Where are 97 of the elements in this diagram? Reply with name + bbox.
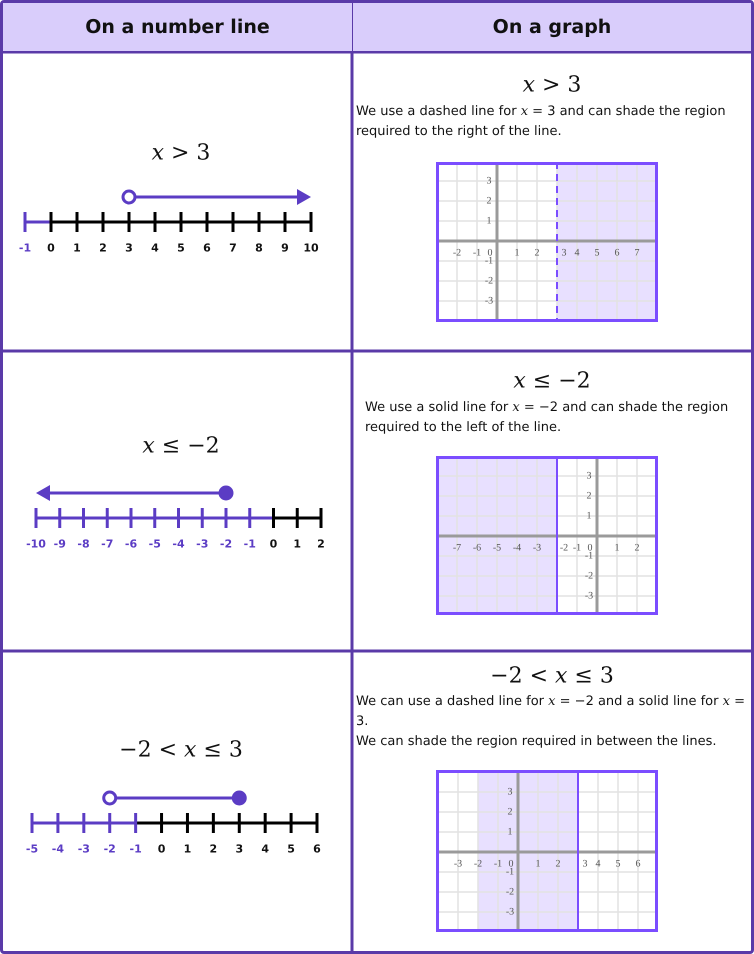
inequality: x ≤ −2: [513, 368, 591, 394]
tick-label: -1: [244, 538, 256, 550]
column-header: On a graph: [353, 3, 751, 51]
axis-tick-label: 0: [588, 542, 592, 554]
explanation-text: We use a dashed line for x = 3 and can shade the region required to the right of the line.: [356, 103, 727, 140]
tick-label: -2: [220, 538, 232, 550]
axis-tick-label: 3: [562, 248, 566, 258]
axis-tick-label: 7: [634, 248, 640, 258]
tick-label: 6: [313, 842, 321, 856]
tick-label: -9: [54, 538, 66, 550]
axis-tick-label: -3: [454, 858, 462, 870]
tick-label: 8: [255, 242, 263, 254]
tick-label: 5: [177, 242, 185, 254]
axis-tick-label: -1: [572, 542, 582, 554]
axis-tick-label: -7: [452, 542, 462, 554]
axis-tick-label: -3: [484, 296, 494, 306]
tick-label: 3: [235, 842, 244, 856]
axis-tick-label: 0: [488, 248, 492, 258]
inequality: −2 < x ≤ 3: [490, 664, 614, 688]
axis-tick-label: -2: [452, 248, 462, 258]
tick-label: -5: [148, 538, 161, 550]
explanation-text: We can shade the region required in between the lines.: [356, 733, 718, 751]
tick-label: 1: [293, 538, 302, 550]
axis-tick-label: -6: [472, 542, 482, 554]
axis-tick-label: 1: [586, 510, 592, 522]
tick-label: 0: [47, 242, 55, 254]
tick-label: -2: [104, 842, 116, 856]
tick-label: 9: [281, 242, 289, 254]
axis-tick-label: 1: [486, 216, 492, 226]
tick-label: 1: [73, 242, 81, 254]
explanation-text: We use a solid line for x = −2 and can shade the region required to the left of the line.: [365, 399, 730, 436]
tick-label: 0: [158, 842, 166, 856]
axis-tick-label: 0: [508, 858, 514, 870]
axis-tick-label: -1: [506, 866, 514, 878]
axis-tick-label: 1: [536, 858, 540, 870]
axis-tick-label: 2: [586, 490, 592, 502]
axis-tick-label: -2: [474, 858, 482, 870]
axis-tick-label: -3: [532, 542, 542, 554]
axis-tick-label: 2: [556, 858, 560, 870]
tick-label: 2: [99, 242, 107, 254]
axis-tick-label: -2: [506, 886, 514, 898]
axis-tick-label: -2: [484, 276, 494, 286]
tick-label: -10: [26, 538, 46, 550]
axis-tick-label: 6: [636, 858, 640, 870]
tick-label: -4: [52, 842, 64, 856]
tick-label: 2: [210, 842, 218, 856]
tick-label: -4: [172, 538, 185, 550]
axis-tick-label: -1: [494, 858, 502, 870]
axis-tick-label: -4: [512, 542, 522, 554]
column-header: On a number line: [3, 3, 352, 51]
tick-label: -8: [77, 538, 90, 550]
tick-label: 3: [125, 242, 133, 254]
tick-label: 1: [184, 842, 192, 856]
tick-label: 4: [261, 842, 269, 856]
explanation-text: We can use a dashed line for x = −2 and a solid line for x = 3.: [356, 693, 746, 730]
tick-label: -3: [78, 842, 90, 856]
axis-tick-label: -1: [584, 550, 594, 562]
axis-tick-label: 2: [634, 542, 640, 554]
axis-tick-label: 3: [486, 176, 492, 186]
tick-label: 10: [303, 242, 319, 254]
tick-label: -6: [124, 538, 138, 550]
axis-tick-label: 1: [614, 542, 620, 554]
axis-tick-label: 4: [574, 248, 580, 258]
axis-tick-label: 1: [508, 826, 512, 838]
tick-label: -7: [101, 538, 114, 550]
tick-label: -3: [196, 538, 208, 550]
axis-tick-label: -1: [484, 256, 494, 266]
axis-tick-label: -2: [560, 542, 568, 554]
tick-label: -1: [18, 242, 32, 254]
axis-tick-label: 4: [596, 858, 600, 870]
inequality: −2 < x ≤ 3: [119, 738, 243, 762]
axis-tick-label: 5: [594, 248, 600, 258]
axis-tick-label: 2: [508, 806, 512, 818]
axis-tick-label: 3: [582, 858, 588, 870]
tick-label: -1: [130, 842, 142, 856]
axis-tick-label: -2: [584, 570, 594, 582]
axis-tick-label: -5: [492, 542, 502, 554]
axis-tick-label: 6: [614, 248, 620, 258]
axis-tick-label: 2: [534, 248, 540, 258]
axis-tick-label: 2: [486, 196, 492, 206]
tick-label: 2: [317, 538, 325, 550]
tick-label: 5: [287, 842, 295, 856]
tick-label: 4: [151, 242, 159, 254]
axis-tick-label: -3: [584, 590, 594, 602]
axis-tick-label: 3: [508, 786, 512, 798]
inequality: x ≤ −2: [142, 434, 220, 458]
axis-tick-label: -3: [506, 906, 514, 918]
tick-label: 0: [270, 538, 278, 550]
axis-tick-label: 1: [514, 248, 520, 258]
inequality: x > 3: [152, 140, 210, 166]
axis-tick-label: 3: [586, 470, 592, 482]
axis-tick-label: -1: [472, 248, 482, 258]
tick-label: 6: [203, 242, 211, 254]
tick-label: 7: [229, 242, 237, 254]
inequality: x > 3: [522, 72, 582, 98]
tick-label: -5: [26, 842, 38, 856]
axis-tick-label: 5: [616, 858, 620, 870]
